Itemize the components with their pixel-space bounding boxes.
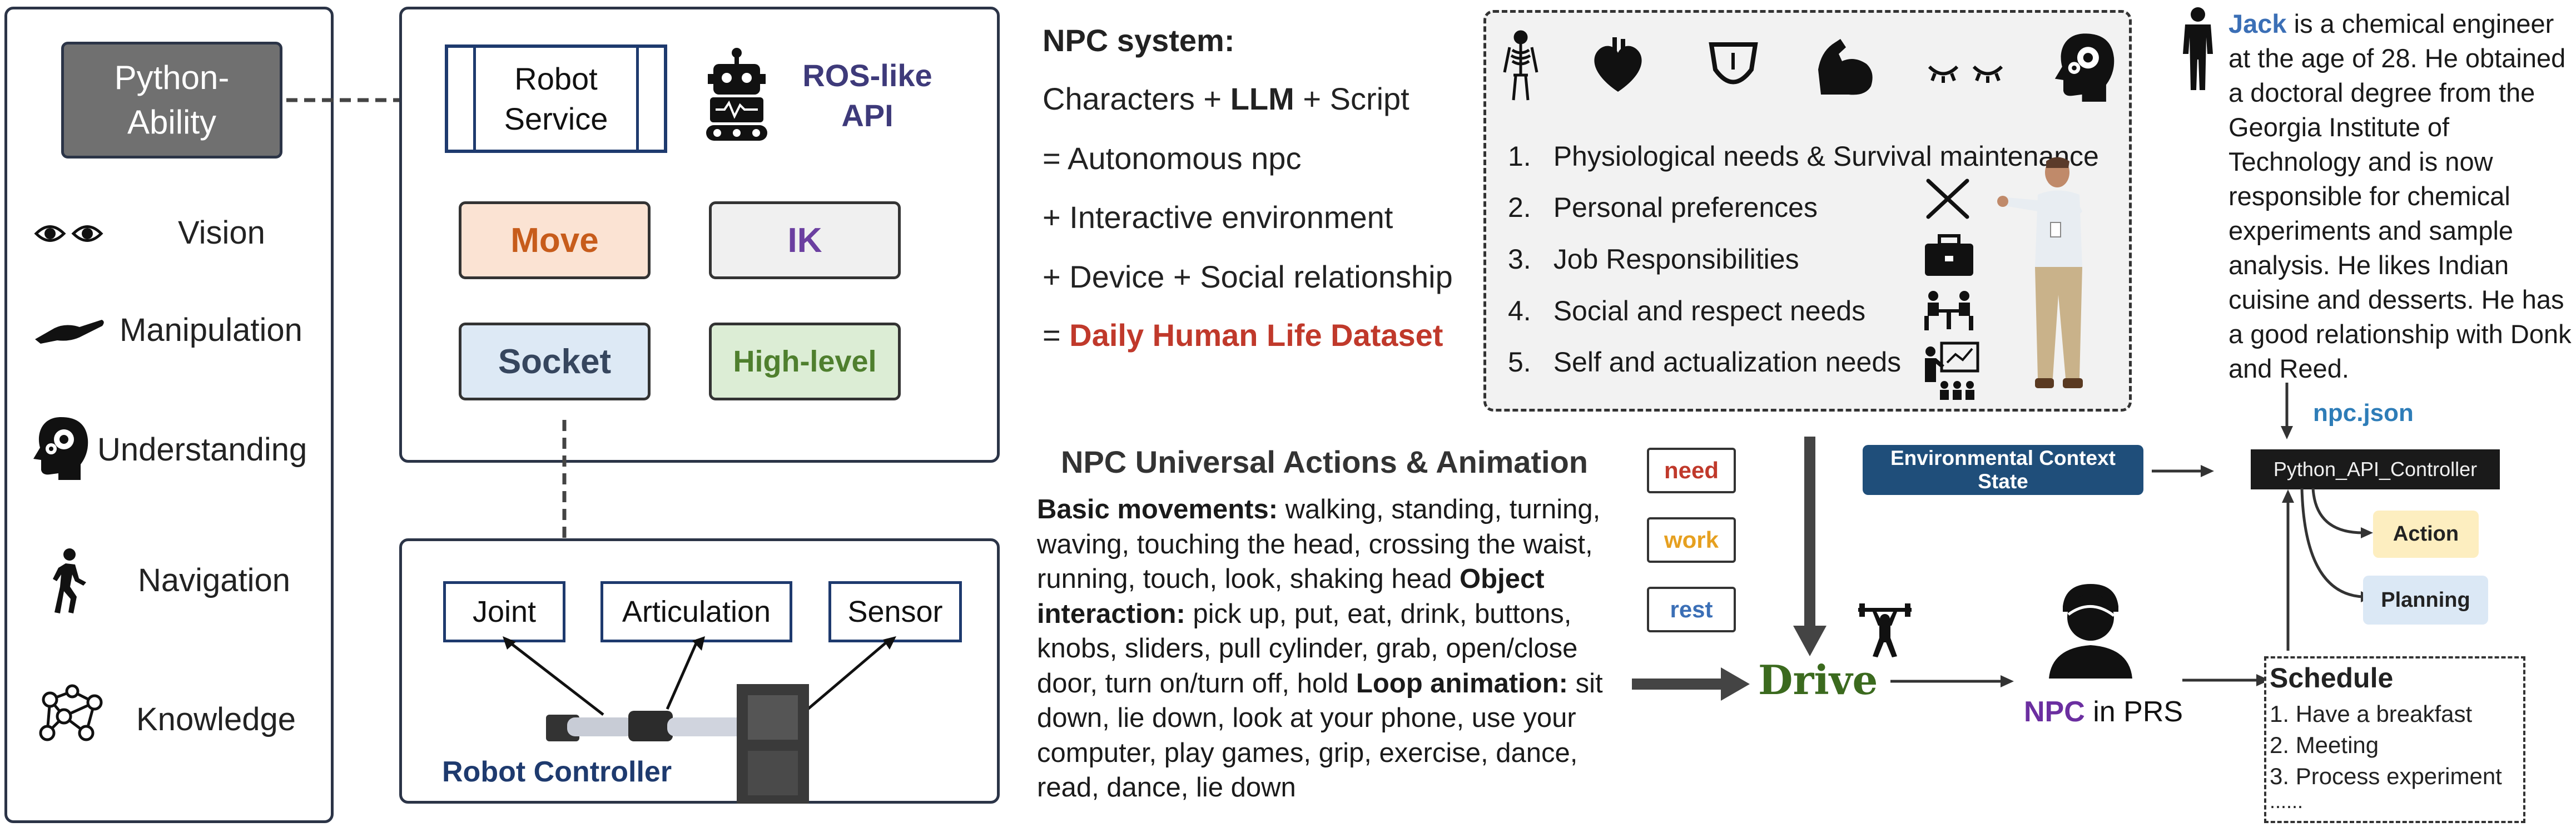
needs-panel [1483,10,2132,412]
jack-description: Jack is a chemical engineer at the age o… [2228,9,2572,383]
socket-label: Socket [498,342,612,381]
actions-title: NPC Universal Actions & Animation [1061,444,1589,479]
articulation-label: Articulation [622,595,771,628]
teacher-icon [1919,340,1981,404]
schedule-box [2264,656,2525,823]
briefcase-icon [1923,234,1976,281]
schedule-item-more: ...... [2270,790,2304,813]
drive-label: Drive [1758,656,1878,704]
meeting-icon [1921,288,1977,335]
knowledge-network-icon [33,683,106,747]
person-icon [2178,7,2217,96]
npc-system-line1: Characters + LLM + Script [1043,81,1409,116]
robot-arm-image [503,636,896,804]
ability-vision: Vision [178,215,265,251]
schedule-title: Schedule [2270,662,2394,694]
fork-knife-icon [1923,175,1973,222]
description-to-controller-arrow [2281,383,2293,439]
actions-to-drive-arrow [1632,667,1750,701]
ability-understanding: Understanding [97,432,307,468]
heart-icon [1590,36,1646,100]
npc-person-icon [2046,581,2135,681]
robot-service-label: Robot Service [504,61,608,136]
sensor-box: Sensor [828,581,962,642]
need-item-3: 3.Job Responsibilities [1508,244,1799,275]
ability-navigation: Navigation [138,562,291,598]
drive-to-npc-arrow [1890,675,2014,687]
articulation-box: Articulation [600,581,792,642]
robot-service-box: Robot Service [445,44,667,153]
schedule-item-3: 3. Process experiment [2270,763,2502,789]
npc-system-line4: + Device + Social relationship [1043,259,1453,294]
needs-to-drive-arrow [1793,437,1826,656]
ik-label: IK [787,221,822,260]
need-item-1: 1.Physiological needs & Survival mainten… [1508,141,2099,172]
sensor-label: Sensor [847,595,943,628]
npc-system-line3: + Interactive environment [1043,200,1393,235]
python-api-controller-box: Python_API_Controller [2251,449,2500,489]
high-level-module: High-level [709,323,901,400]
muscle-icon [1815,36,1877,100]
joint-box: Joint [443,581,565,642]
state-rest: rest [1647,587,1736,632]
high-level-label: High-level [733,345,877,378]
python-ability-box: Python- Ability [61,42,282,159]
planning-box: Planning [2363,576,2488,625]
brain-head-icon [33,414,89,484]
move-label: Move [510,221,599,260]
need-item-2: 2.Personal preferences [1508,192,1818,223]
hand-icon [32,311,107,348]
schedule-item-2: 2. Meeting [2270,732,2379,758]
robot-controller-title: Robot Controller [442,756,672,788]
tongue-icon [1707,39,1760,97]
move-module: Move [459,201,651,279]
ros-api-label: ROS-like API [802,58,932,133]
state-need: need [1647,448,1736,493]
action-box: Action [2373,511,2479,558]
npc-in-prs-label: NPC in PRS [2024,696,2183,728]
python-ability-label: Python- Ability [114,59,230,141]
skeleton-icon [1501,30,1540,106]
brain-head-icon [2054,31,2116,106]
env-to-controller-arrow [2152,465,2214,477]
eye-icon [33,220,106,250]
ability-manipulation: Manipulation [120,312,302,348]
ik-module: IK [709,201,901,279]
robot-icon [703,47,770,145]
state-work: work [1647,517,1736,563]
weightlifter-icon [1857,603,1913,662]
actions-description: Basic movements: walking, standing, turn… [1037,494,1603,803]
npc-system-line5: = Daily Human Life Dataset [1043,318,1443,353]
closed-eyes-icon [1927,61,2004,86]
joint-label: Joint [472,595,537,628]
environmental-context-box: Environmental Context State [1863,445,2143,495]
ability-knowledge: Knowledge [136,701,296,737]
need-item-5: 5.Self and actualization needs [1508,346,1902,378]
schedule-to-controller-arrow [2282,489,2294,651]
walking-person-icon [44,548,89,617]
npc-system-line2: = Autonomous npc [1043,141,1302,176]
npc-to-schedule-arrow [2182,674,2270,686]
schedule-item-1: 1. Have a breakfast [2270,701,2473,727]
socket-module: Socket [459,323,651,400]
npc-character-figure [1997,157,2083,388]
npc-system-title: NPC system: [1043,23,1235,58]
npc-json-label: npc.json [2313,399,2414,427]
need-item-4: 4.Social and respect needs [1508,295,1866,326]
